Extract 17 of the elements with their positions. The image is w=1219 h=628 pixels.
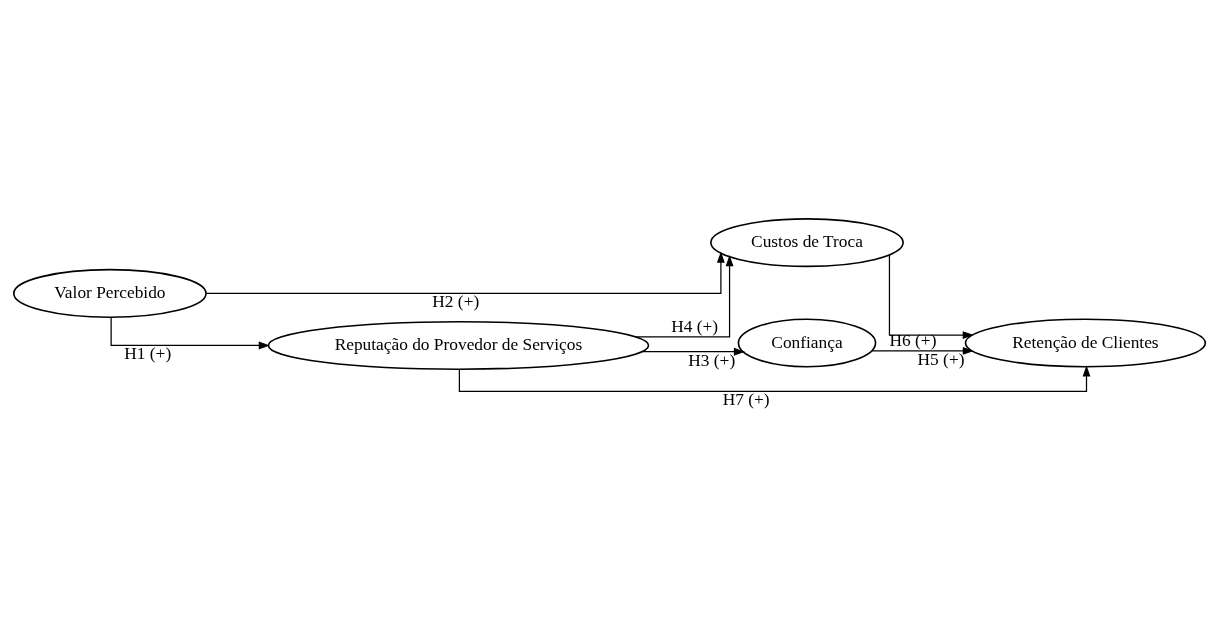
edge-label: H3 (+) (688, 350, 736, 370)
arrow (634, 254, 734, 337)
arrow (458, 364, 1091, 392)
edge-label: H1 (+) (124, 343, 172, 363)
edge-label: H5 (+) (917, 349, 965, 369)
edge-label: H4 (+) (671, 316, 719, 336)
edge-label: H2 (+) (432, 291, 480, 311)
arrow (870, 346, 974, 355)
arrow (641, 347, 745, 356)
arrow (205, 251, 725, 294)
arrow (888, 253, 974, 339)
arrow (110, 316, 270, 349)
node-ellipse: Reputação do Provedor de Serviços (267, 320, 650, 370)
node-ellipse: Confiança (737, 317, 877, 368)
node-ellipse: Valor Percebido (13, 268, 207, 318)
edge-label: H6 (+) (889, 330, 937, 350)
edge-label: H7 (+) (722, 389, 770, 409)
